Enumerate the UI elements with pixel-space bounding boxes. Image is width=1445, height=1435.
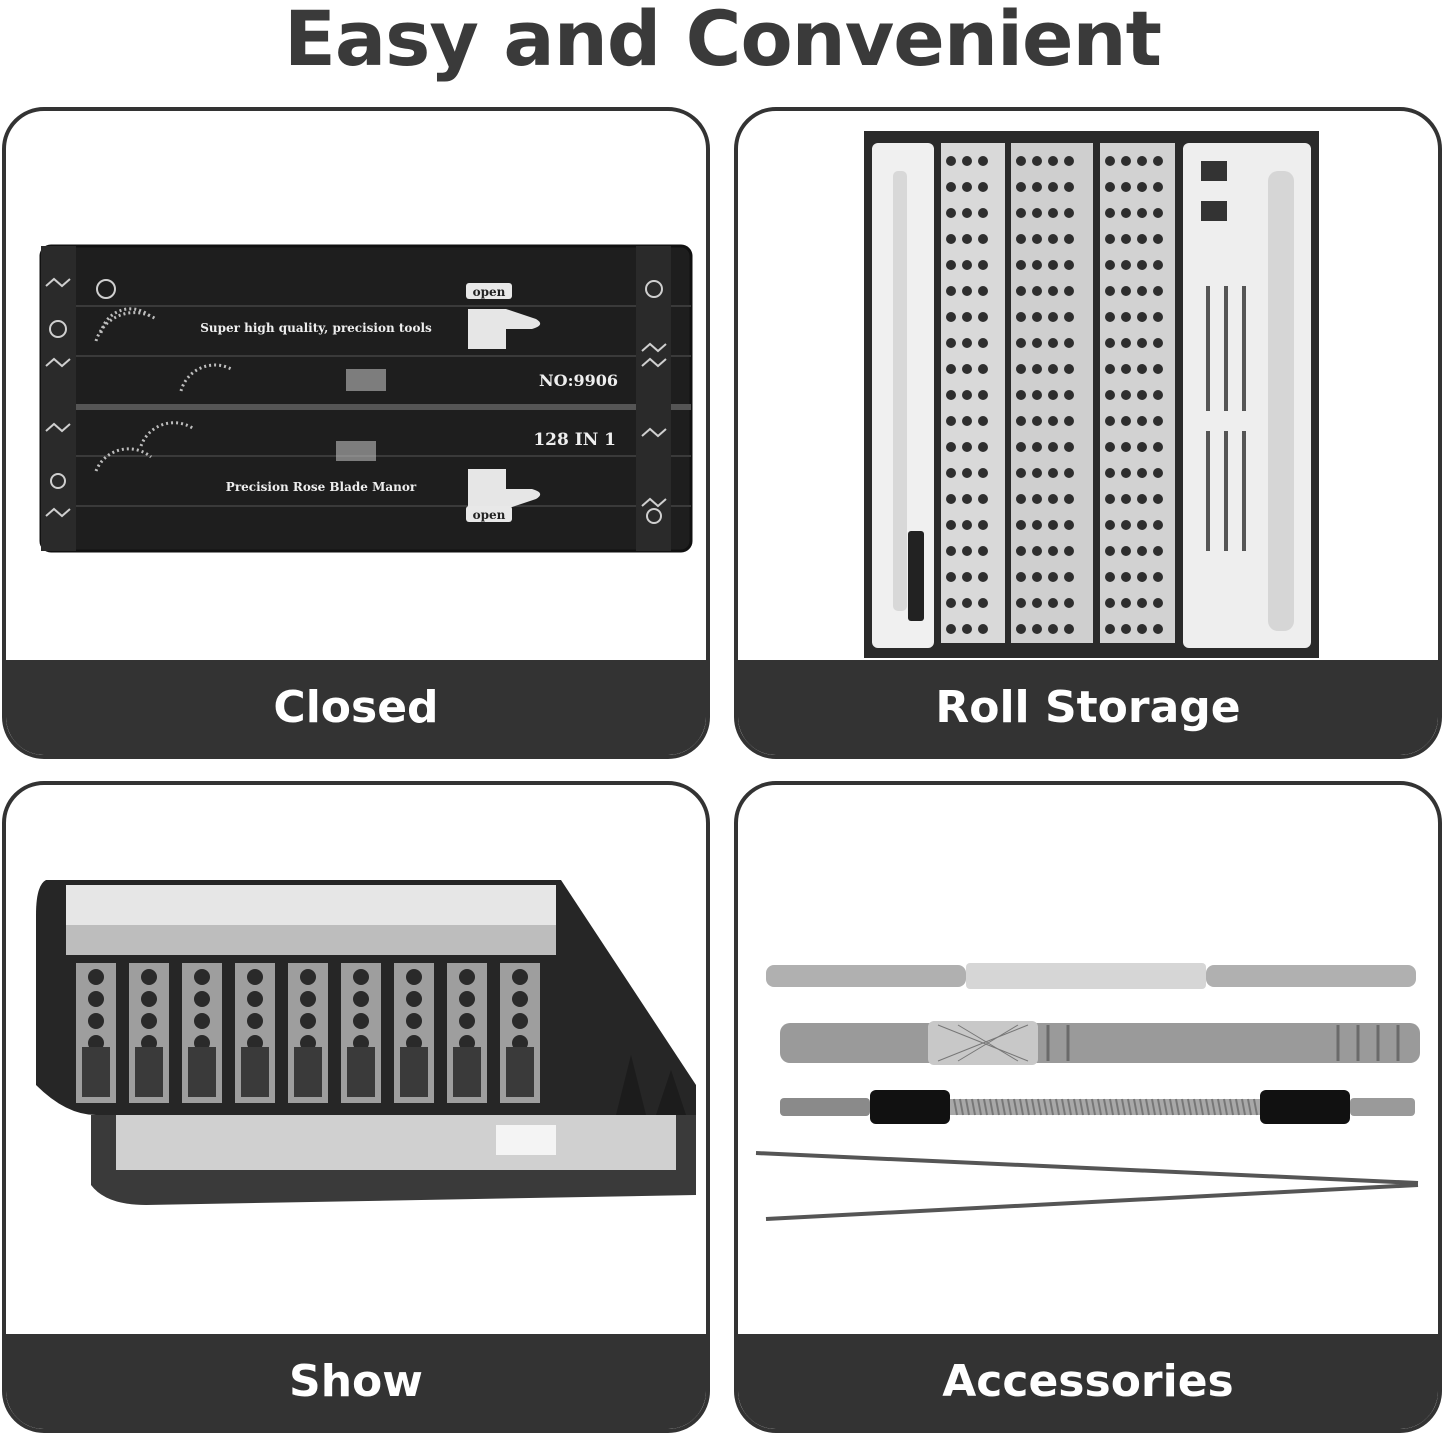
show-image	[36, 880, 696, 1205]
caption-show: Show	[6, 1334, 706, 1429]
caption-roll-storage: Roll Storage	[738, 660, 1438, 755]
panel-accessories: Accessories	[734, 781, 1442, 1433]
accessories-image	[755, 963, 1420, 1221]
panel-closed: open open Super high quality, precision …	[2, 107, 710, 759]
case-model-number: NO:9906	[539, 371, 618, 390]
open-tab-label-bottom: open	[473, 508, 506, 522]
open-tab-label-top: open	[473, 285, 506, 299]
case-piece-count: 128 IN 1	[533, 430, 616, 450]
page-title: Easy and Convenient	[283, 0, 1162, 83]
case-brand-name: Precision Rose Blade Manor	[226, 480, 417, 494]
caption-closed: Closed	[6, 660, 706, 755]
roll-storage-image	[864, 131, 1319, 658]
case-tagline: Super high quality, precision tools	[200, 321, 432, 335]
panel-show: Show	[2, 781, 710, 1433]
panel-roll-storage: Roll Storage	[734, 107, 1442, 759]
closed-case-image: open open Super high quality, precision …	[39, 244, 693, 553]
caption-accessories: Accessories	[738, 1334, 1438, 1429]
